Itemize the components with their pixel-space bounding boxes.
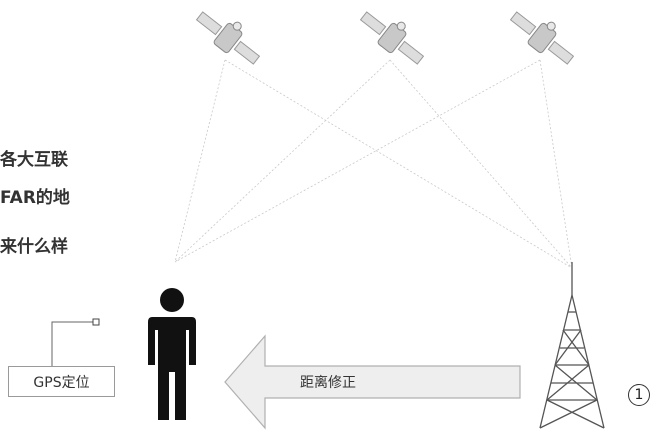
correction-arrow [224,334,521,430]
beam-line [174,59,541,263]
beam-line [174,59,391,263]
gps-label-box: GPS定位 [8,366,115,397]
text-fragment: 各大互联 [0,150,68,170]
beam-line [224,59,573,269]
person-icon [148,288,196,420]
connector-node [92,318,100,326]
marker-text: 1 [634,387,644,403]
marker-number: 1 [628,384,650,406]
signal-lines [174,59,573,269]
gps-connector [51,321,93,366]
satellite-icon [195,11,261,65]
beam-line [539,59,573,269]
text-fragment: FAR的地 [0,188,70,208]
cell-tower-icon [539,262,605,429]
beam-line [389,59,573,269]
text-fragment: 来什么样 [0,237,68,257]
satellite-icon [509,11,575,65]
gps-label: GPS定位 [33,374,90,391]
arrow-label: 距离修正 [300,375,356,391]
beam-line [174,59,226,263]
satellite-icon [359,11,425,65]
